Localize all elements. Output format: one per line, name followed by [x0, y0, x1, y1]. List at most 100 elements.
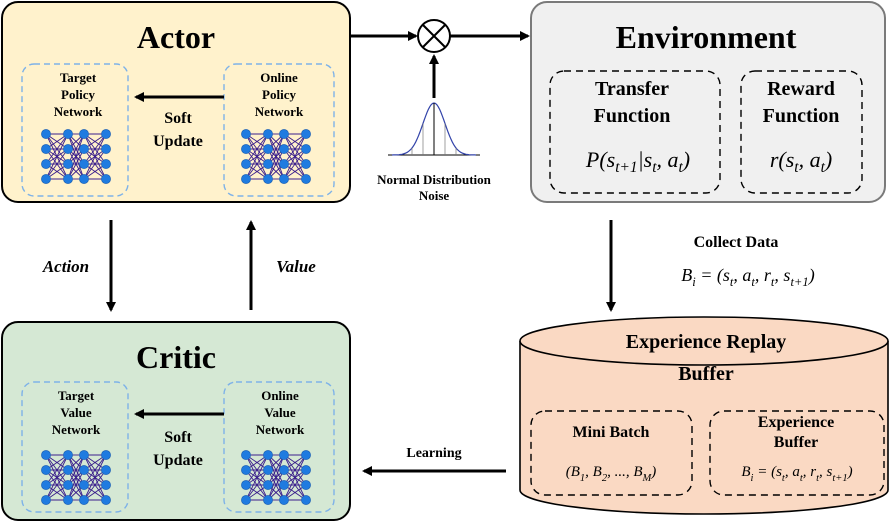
label-line: Soft: [164, 429, 192, 446]
actor-title: Actor: [137, 19, 215, 55]
nn-node: [79, 480, 89, 490]
nn-node: [279, 495, 289, 505]
experience-buffer-box: [709, 410, 885, 496]
nn-node: [301, 465, 311, 475]
nn-edge: [283, 133, 307, 165]
nn-node: [263, 129, 273, 139]
collect-data-label: Collect Data: [694, 234, 779, 251]
nn-edge: [67, 133, 85, 180]
nn-edge: [283, 148, 307, 180]
nn-node: [241, 480, 251, 490]
nn-edge: [267, 454, 285, 486]
nn-node: [301, 450, 311, 460]
online-policy-network-box: [223, 63, 335, 197]
nn-node: [279, 480, 289, 490]
nn-node: [241, 495, 251, 505]
nn-node: [41, 144, 51, 154]
label-line: Value: [264, 405, 296, 420]
nn-node: [101, 129, 111, 139]
environment-title: Environment: [616, 19, 797, 55]
nn-edge: [67, 454, 85, 486]
nn-edge: [283, 469, 307, 501]
critic-box: [1, 321, 351, 521]
label-line: Buffer: [678, 363, 734, 385]
label-line: Policy: [61, 87, 95, 102]
nn-edge: [267, 148, 285, 180]
neural-network-icon: [41, 450, 111, 505]
nn-edge: [245, 454, 269, 501]
nn-node: [241, 450, 251, 460]
experience-buffer-formula: Bi = (st, at, rt, st+1): [741, 464, 852, 484]
nn-node: [301, 159, 311, 169]
buffer-cylinder-body: [519, 341, 889, 515]
nn-edge: [283, 454, 307, 501]
nn-node: [41, 159, 51, 169]
collect-data-formula: Bi = (st, at, rt, st+1): [681, 265, 814, 289]
label-line: Function: [594, 105, 671, 127]
label-line: Update: [153, 133, 203, 150]
nn-node: [241, 465, 251, 475]
nn-node: [63, 495, 73, 505]
nn-node: [279, 450, 289, 460]
nn-node: [301, 495, 311, 505]
nn-node: [63, 465, 73, 475]
nn-node: [101, 480, 111, 490]
nn-node: [63, 129, 73, 139]
nn-edge: [83, 133, 107, 165]
nn-edge: [83, 454, 107, 501]
nn-node: [101, 465, 111, 475]
nn-node: [279, 174, 289, 184]
nn-edge: [67, 469, 85, 501]
formula-text: P(st+1|st, at): [585, 147, 690, 176]
nn-node: [63, 480, 73, 490]
nn-node: [79, 144, 89, 154]
nn-edge: [245, 469, 269, 501]
value-label: Value: [276, 257, 316, 276]
formula-text: (B1, B2, ..., BM): [566, 464, 657, 484]
nn-node: [41, 495, 51, 505]
nn-node: [101, 144, 111, 154]
nn-edge: [67, 148, 85, 180]
online-value-network-box: [223, 381, 335, 513]
neural-network-icon: [241, 129, 311, 184]
label-line: Normal Distribution: [377, 172, 492, 187]
nn-node: [279, 129, 289, 139]
label-line: Experience Replay: [626, 331, 787, 353]
mini-batch-box: [530, 410, 693, 496]
nn-node: [279, 159, 289, 169]
nn-edge: [83, 148, 107, 180]
nn-edge: [67, 454, 85, 501]
action-label: Action: [42, 257, 89, 276]
nn-node: [41, 450, 51, 460]
label-line: Experience: [758, 414, 834, 431]
nn-node: [301, 129, 311, 139]
label-line: Network: [255, 104, 304, 119]
nn-node: [301, 144, 311, 154]
neural-network-icon: [241, 450, 311, 505]
nn-edge: [45, 133, 69, 180]
nn-node: [279, 465, 289, 475]
nn-edge: [267, 133, 285, 180]
nn-edge: [45, 148, 69, 180]
nn-node: [263, 450, 273, 460]
neural-network-icon: [41, 129, 111, 184]
nn-node: [263, 159, 273, 169]
nn-node: [63, 174, 73, 184]
label-line: Online: [261, 388, 299, 403]
nn-edge: [283, 133, 307, 180]
label-line: Buffer: [774, 434, 818, 451]
nn-node: [41, 465, 51, 475]
label-line: Noise: [419, 188, 450, 203]
transfer-function-formula: P(st+1|st, at): [585, 147, 690, 176]
